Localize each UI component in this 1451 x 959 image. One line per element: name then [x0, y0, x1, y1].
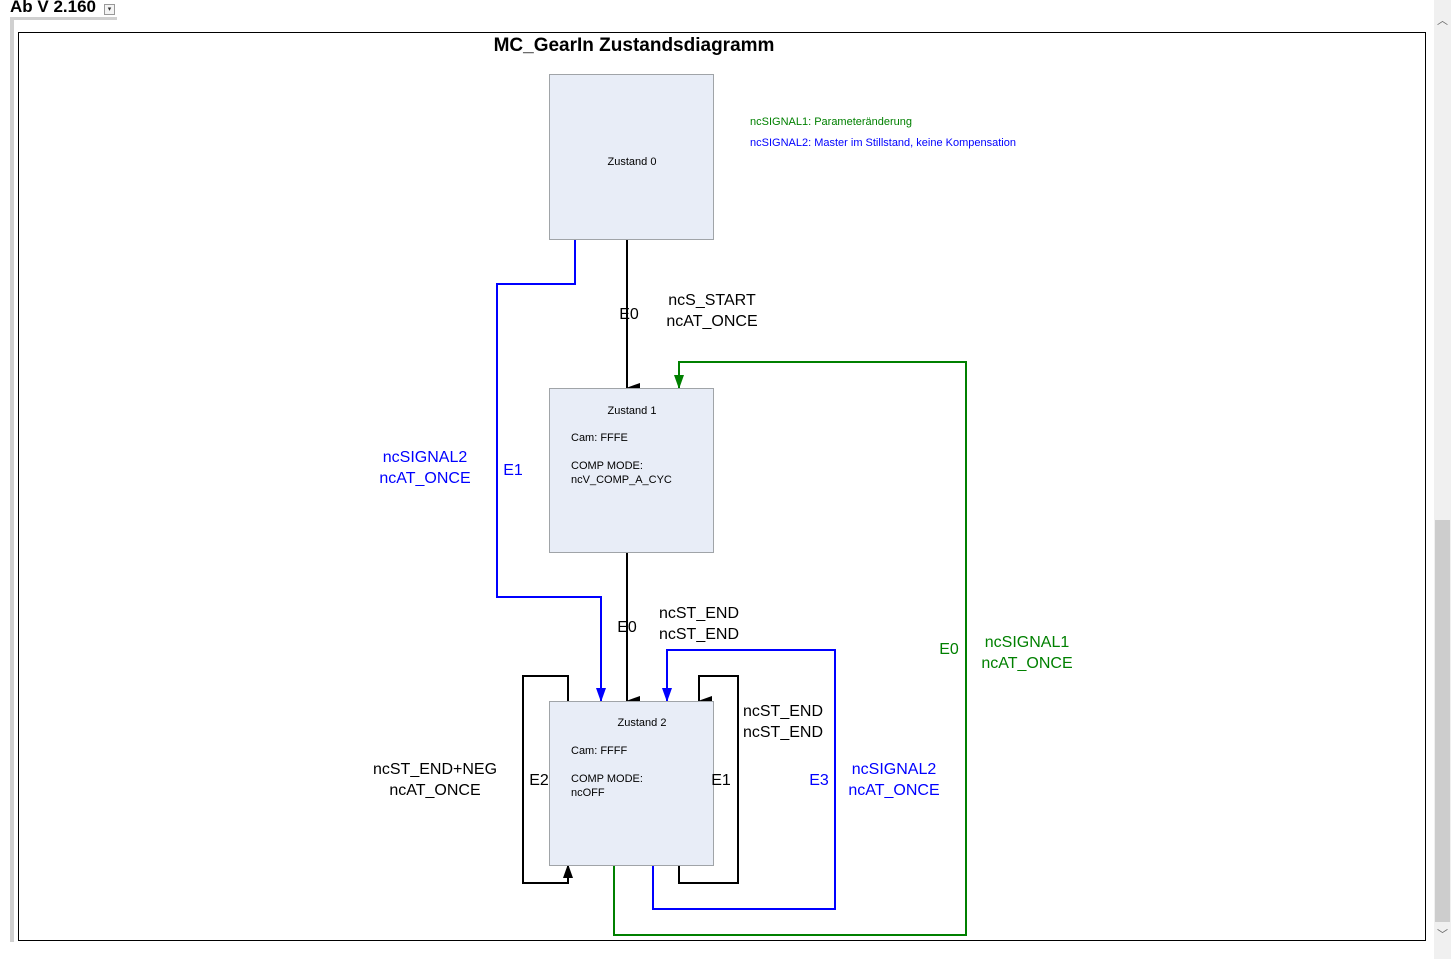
edge-id: E0	[617, 619, 637, 636]
scrollbar-thumb[interactable]	[1435, 520, 1450, 922]
state-mode-label: COMP MODE:	[571, 773, 643, 785]
edge-condition: ncST_END	[743, 703, 823, 720]
transition-e3-loop	[652, 649, 836, 910]
legend-signal1: ncSIGNAL1: Parameteränderung	[750, 116, 912, 128]
transition-e1-loop	[678, 675, 739, 884]
edge-condition: ncSIGNAL2	[383, 449, 468, 466]
state-mode-label: COMP MODE:	[571, 460, 643, 472]
state-mode: ncV_COMP_A_CYC	[571, 474, 672, 486]
vertical-scrollbar[interactable]: ︿ ﹀	[1434, 0, 1451, 959]
dropdown-arrow-icon[interactable]: ▾	[104, 4, 115, 15]
edge-id: E0	[619, 306, 639, 323]
edge-action: ncAT_ONCE	[379, 470, 470, 487]
edge-id: E2	[529, 772, 549, 789]
state-cam: Cam: FFFE	[571, 432, 628, 444]
diagram-frame	[18, 32, 1426, 941]
edge-condition: ncST_END	[659, 605, 739, 622]
state-name: Zustand 2	[618, 717, 667, 729]
state-mode: ncOFF	[571, 787, 605, 799]
version-label: Ab V 2.160	[10, 0, 96, 16]
edge-id: E1	[711, 772, 731, 789]
edge-condition: ncST_END+NEG	[373, 761, 497, 778]
state-name: Zustand 1	[608, 405, 657, 417]
edge-condition: ncSIGNAL2	[852, 761, 937, 778]
state-zustand-1[interactable]: Zustand 1 Cam: FFFE COMP MODE: ncV_COMP_…	[549, 388, 714, 553]
state-name: Zustand 0	[608, 156, 657, 168]
diagram-title: MC_GearIn Zustandsdiagramm	[494, 35, 775, 56]
legend-signal2: ncSIGNAL2: Master im Stillstand, keine K…	[750, 137, 1016, 149]
state-cam: Cam: FFFF	[571, 745, 627, 757]
transition-e2-loop	[522, 675, 573, 884]
transition-e0-z2-z1	[613, 361, 967, 936]
edge-action: ncAT_ONCE	[389, 782, 480, 799]
edge-action: ncST_END	[743, 724, 823, 741]
edge-condition: ncSIGNAL1	[985, 634, 1070, 651]
divider	[10, 17, 117, 20]
chevron-up-icon[interactable]: ︿	[1437, 15, 1448, 27]
edge-id: E1	[503, 462, 523, 479]
edge-action: ncAT_ONCE	[666, 313, 757, 330]
edge-action: ncAT_ONCE	[981, 655, 1072, 672]
edge-id: E3	[809, 772, 829, 789]
state-zustand-0[interactable]: Zustand 0	[549, 74, 714, 240]
edge-action: ncAT_ONCE	[848, 782, 939, 799]
edge-condition: ncS_START	[668, 292, 756, 309]
divider	[10, 17, 14, 942]
state-zustand-2[interactable]: Zustand 2 Cam: FFFF COMP MODE: ncOFF	[549, 701, 714, 866]
chevron-down-icon[interactable]: ﹀	[1437, 929, 1448, 941]
edge-action: ncST_END	[659, 626, 739, 643]
edge-id: E0	[939, 641, 959, 658]
transition-e1-z0-z2	[496, 239, 606, 702]
